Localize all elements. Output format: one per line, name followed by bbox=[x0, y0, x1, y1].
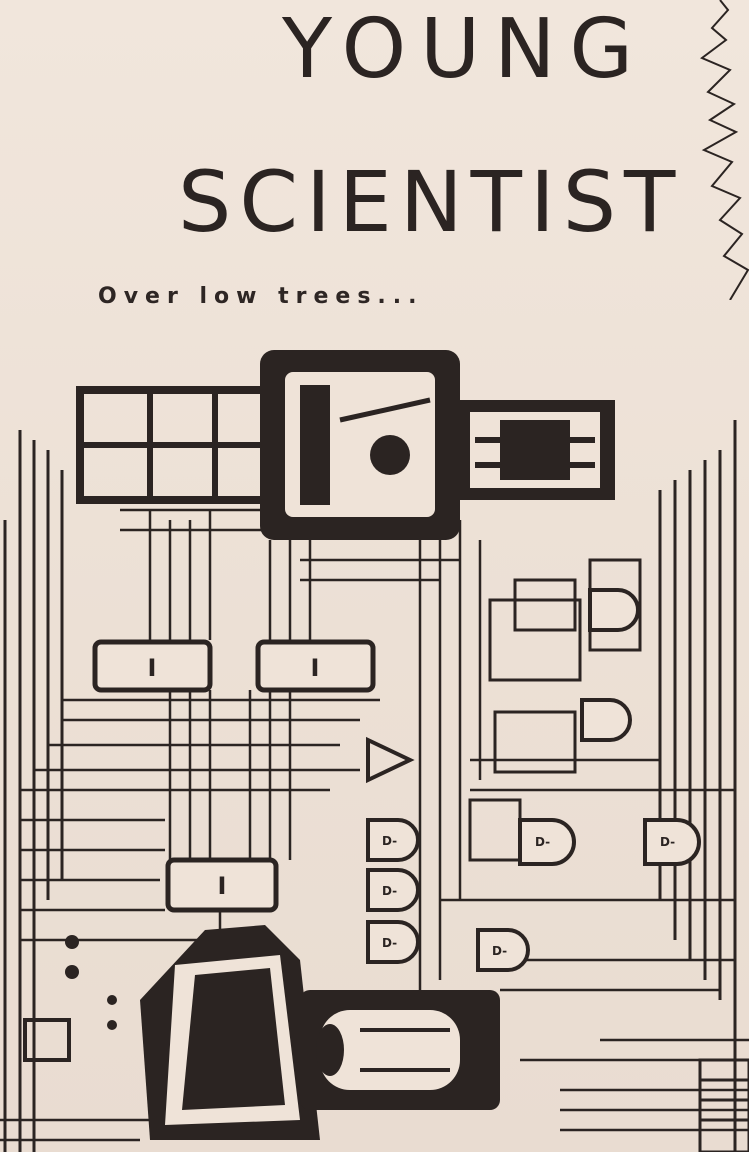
block-label: I bbox=[311, 654, 320, 682]
right-subcircuit bbox=[468, 558, 642, 862]
vertical-wires bbox=[148, 510, 482, 1000]
small-left-block bbox=[23, 1018, 71, 1062]
gate-label: D- bbox=[660, 835, 675, 849]
top-machine bbox=[76, 350, 615, 540]
circuit-illustration: I I I D- D- D- D- D- D- bbox=[0, 350, 749, 1152]
gate-label: D- bbox=[382, 884, 397, 898]
block-label: I bbox=[148, 654, 157, 682]
cover-subtitle: Over low trees... bbox=[98, 284, 424, 309]
bottom-machine bbox=[140, 925, 500, 1140]
block-label: I bbox=[218, 872, 227, 900]
logic-gates bbox=[366, 588, 701, 972]
gate-label: D- bbox=[492, 944, 507, 958]
gate-label: D- bbox=[382, 936, 397, 950]
title-young: YOUNG bbox=[282, 2, 648, 97]
right-bus-lines bbox=[658, 420, 737, 1152]
gate-label: D- bbox=[535, 835, 550, 849]
torn-paper-edge bbox=[700, 0, 749, 300]
gate-labels: D- D- D- D- D- D- bbox=[382, 834, 675, 958]
title-scientist: SCIENTIST bbox=[178, 153, 684, 251]
terminal-dots bbox=[65, 935, 117, 1030]
logic-block-right: I bbox=[255, 639, 376, 693]
amplifier-symbol bbox=[366, 736, 415, 784]
bottom-right-panel bbox=[698, 1058, 749, 1152]
gate-label: D- bbox=[382, 834, 397, 848]
logic-block-bottom: I bbox=[165, 857, 279, 913]
logic-block-left: I bbox=[92, 639, 213, 693]
